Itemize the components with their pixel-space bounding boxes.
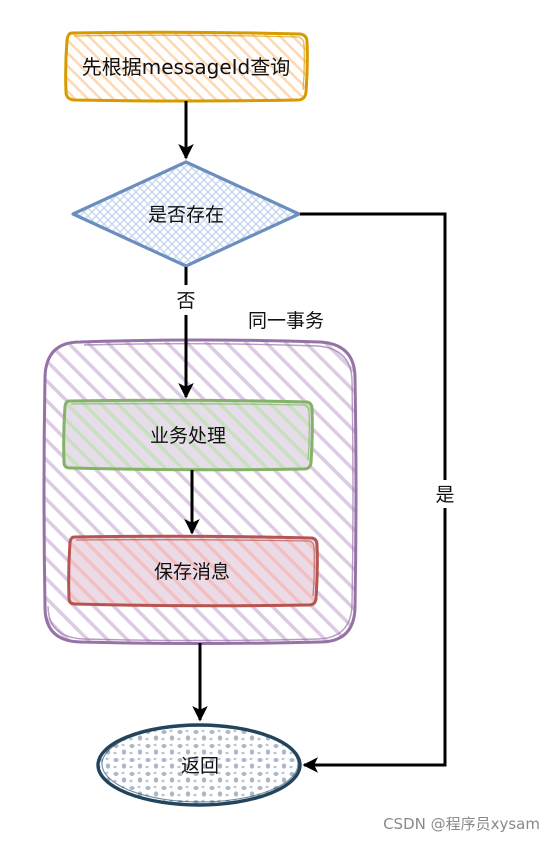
edge-no-label: 否 xyxy=(176,290,195,312)
edge-no-label-bg xyxy=(174,286,198,314)
return-terminal xyxy=(96,723,302,807)
decision-exists xyxy=(71,160,301,268)
query-label: 先根据messageId查询 xyxy=(82,55,290,79)
business-process-label: 业务处理 xyxy=(150,425,226,447)
decision-label: 是否存在 xyxy=(148,204,224,226)
save-message-box xyxy=(67,534,319,608)
watermark: CSDN @程序员xysam xyxy=(383,815,540,833)
query-box xyxy=(64,30,309,103)
edge-yes-label-bg xyxy=(433,480,457,508)
edge-yes-label: 是 xyxy=(435,484,454,506)
transaction-group-label: 同一事务 xyxy=(248,310,324,332)
return-label: 返回 xyxy=(181,755,219,777)
business-process-box xyxy=(62,398,314,472)
save-message-label: 保存消息 xyxy=(154,561,230,583)
